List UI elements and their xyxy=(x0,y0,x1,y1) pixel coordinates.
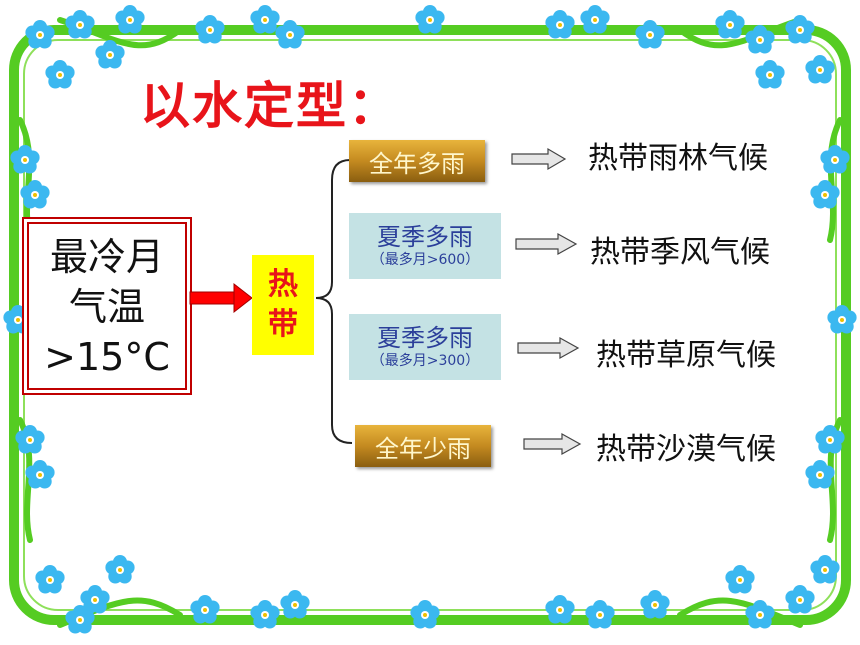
zone-char-2: 带 xyxy=(268,307,298,342)
rain-note-3: （最多月>300） xyxy=(370,353,480,369)
climate-2: 热带季风气候 xyxy=(590,235,770,270)
rain-label-1: 全年多雨 xyxy=(369,149,465,178)
condition-line-3: >15°C xyxy=(44,335,170,379)
rain-label-2: 夏季多雨 xyxy=(377,223,473,251)
rain-box-3: 夏季多雨 （最多月>300） xyxy=(349,314,501,380)
condition-line-2: 气温 xyxy=(68,285,145,329)
branch-bracket xyxy=(315,159,353,444)
zone-char-1: 热 xyxy=(268,267,298,302)
zone-box: 热 带 xyxy=(252,255,314,355)
rain-note-2: （最多月>600） xyxy=(370,252,480,268)
arrow-4 xyxy=(523,432,582,456)
rain-box-2: 夏季多雨 （最多月>600） xyxy=(349,213,501,279)
condition-line-1: 最冷月 xyxy=(49,235,164,279)
climate-1: 热带雨林气候 xyxy=(588,141,768,176)
rain-label-3: 夏季多雨 xyxy=(377,324,473,352)
arrow-1 xyxy=(511,147,567,171)
condition-box: 最冷月 气温 >15°C xyxy=(27,222,187,390)
rain-box-4: 全年少雨 xyxy=(355,425,491,467)
slide-title: 以水定型： xyxy=(140,77,400,135)
red-arrow xyxy=(189,282,253,314)
arrow-3 xyxy=(517,336,580,360)
climate-4: 热带沙漠气候 xyxy=(596,432,776,467)
climate-3: 热带草原气候 xyxy=(596,338,776,373)
rain-box-1: 全年多雨 xyxy=(349,140,485,182)
rain-label-4: 全年少雨 xyxy=(375,434,471,463)
arrow-2 xyxy=(515,232,578,256)
